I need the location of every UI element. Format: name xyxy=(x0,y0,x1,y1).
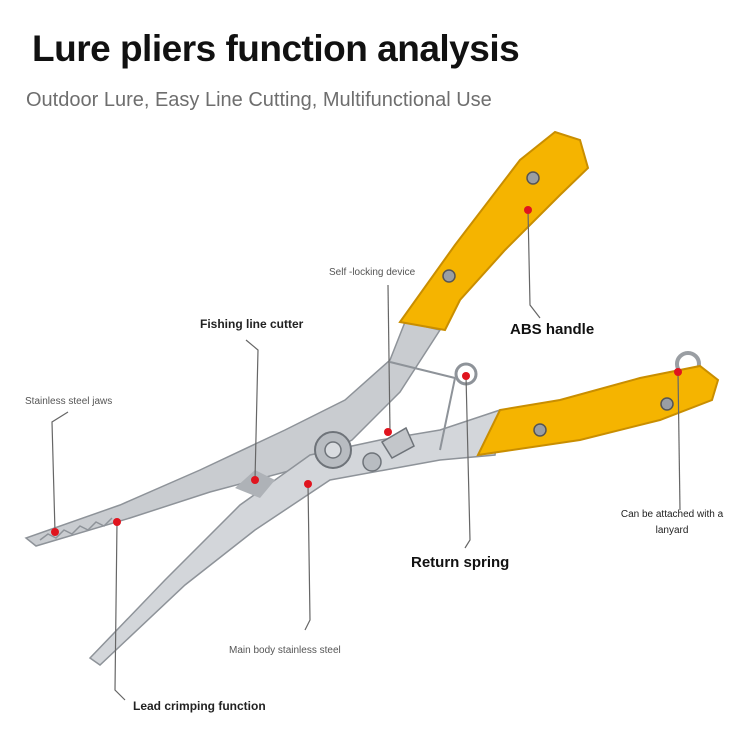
marker-dot xyxy=(113,518,121,526)
handle-screw xyxy=(660,397,674,411)
marker-dot xyxy=(524,206,532,214)
label-return-spring: Return spring xyxy=(411,554,510,571)
leader-jaws xyxy=(51,411,69,533)
leader-lead-crimping xyxy=(114,521,126,701)
leader-return-spring xyxy=(464,375,471,549)
leader-self-locking xyxy=(387,284,391,433)
label-lead-crimping: Lead crimping function xyxy=(133,699,266,713)
upper-handle xyxy=(398,130,590,332)
label-main-body: Main body stainless steel xyxy=(229,645,341,656)
label-lanyard: Can be attached with a lanyard xyxy=(620,509,724,536)
leader-main-body xyxy=(304,483,311,631)
pivot-bolt-center xyxy=(324,441,342,459)
label-jaws: Stainless steel jaws xyxy=(25,396,113,407)
upper-arm-steel xyxy=(24,321,442,547)
marker-dot xyxy=(251,476,259,484)
return-spring xyxy=(389,361,456,451)
jaw-teeth xyxy=(39,517,113,541)
marker-dot xyxy=(674,368,682,376)
lower-handle xyxy=(476,364,720,457)
marker-dot xyxy=(51,528,59,536)
page-subtitle: Outdoor Lure, Easy Line Cutting, Multifu… xyxy=(26,89,492,111)
self-lock-tab xyxy=(380,426,415,459)
handle-screw xyxy=(533,423,547,437)
leader-line-cutter xyxy=(245,339,259,481)
lower-arm-steel xyxy=(88,408,501,666)
label-abs-handle: ABS handle xyxy=(510,321,595,338)
leader-lanyard xyxy=(677,371,681,511)
handle-screw xyxy=(526,171,540,185)
handle-screw xyxy=(442,269,456,283)
marker-dot xyxy=(304,480,312,488)
label-self-locking: Self -locking device xyxy=(329,267,416,278)
lock-stud xyxy=(362,452,382,472)
label-line-cutter: Fishing line cutter xyxy=(200,317,304,331)
page-title: Lure pliers function analysis xyxy=(32,28,520,69)
leader-abs-handle xyxy=(527,209,541,319)
marker-dot xyxy=(384,428,392,436)
marker-dot xyxy=(462,372,470,380)
